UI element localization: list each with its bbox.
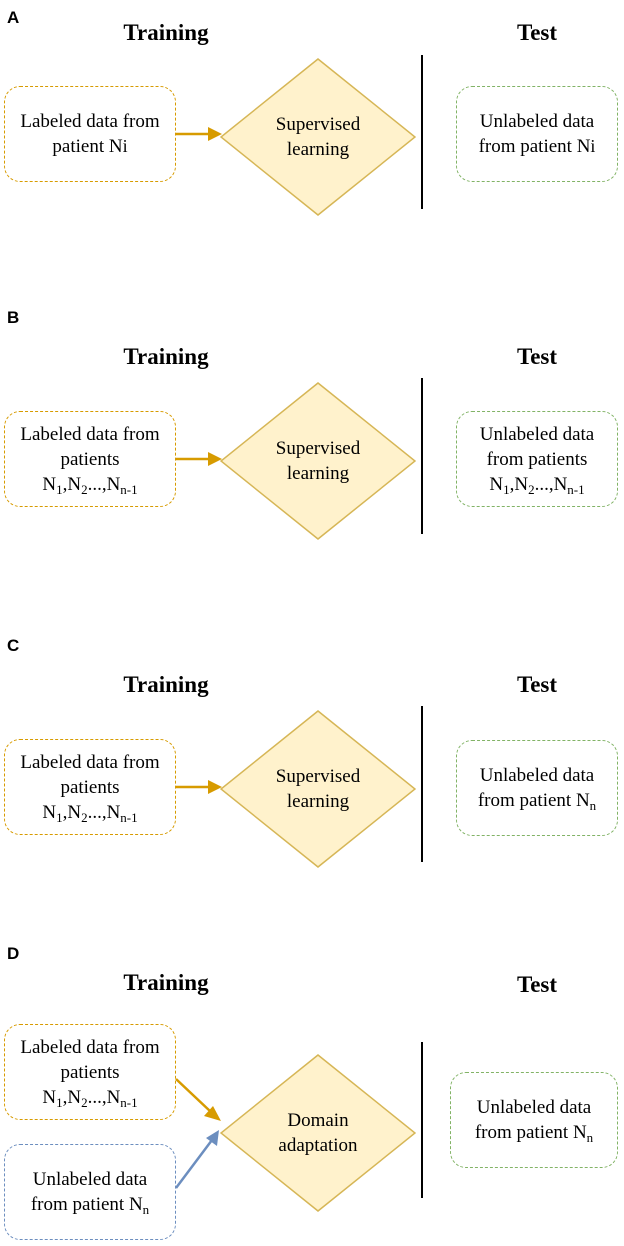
panel-label: C (7, 636, 20, 655)
training-heading: Training (123, 20, 209, 45)
box-line: Labeled data from (20, 751, 160, 773)
unlabeled-test-box: Unlabeled data from patient Ni (456, 86, 618, 182)
box-line: patients (60, 448, 120, 470)
arrows (175, 1078, 221, 1189)
diamond-line: Domain (287, 1110, 349, 1131)
labeled-data-box: Labeled data from patients N1,N2...,Nn-1 (4, 739, 176, 835)
test-heading: Test (516, 972, 558, 997)
diamond-line: Supervised (275, 438, 361, 459)
panel-d: D Training Test Labeled data from patien… (0, 940, 624, 1246)
test-heading: Test (516, 20, 558, 45)
divider-line (421, 706, 423, 862)
box-line: Unlabeled data (479, 423, 595, 445)
domain-adaptation-diamond: Domain adaptation (220, 1054, 416, 1212)
training-heading: Training (123, 344, 209, 369)
training-heading: Training (123, 672, 209, 697)
diamond-line: learning (286, 139, 350, 160)
unlabeled-arrowhead (206, 1130, 219, 1146)
diamond-line: adaptation (278, 1135, 358, 1156)
test-heading: Test (516, 344, 558, 369)
arrow (176, 452, 222, 466)
supervised-learning-diamond: Supervised learning (220, 58, 416, 216)
box-line: patient Ni (52, 136, 128, 157)
test-heading: Test (516, 672, 558, 697)
diamond-line: Supervised (275, 766, 361, 787)
patient-sequence: N1,N2...,Nn-1 (42, 1086, 138, 1110)
divider-line (421, 378, 423, 534)
patient-sequence: N1,N2...,Nn-1 (489, 473, 585, 497)
box-line: patients (60, 776, 120, 798)
divider-line (421, 1042, 423, 1198)
panel-a: A Training Test Labeled data from patien… (0, 0, 624, 300)
panel-b: B Training Test Labeled data from patien… (0, 306, 624, 626)
unlabeled-test-box: Unlabeled data from patients N1,N2...,Nn… (456, 411, 618, 507)
box-line: from patient Ni (478, 136, 596, 157)
box-line: from patient Nn (474, 1122, 594, 1145)
training-heading: Training (123, 970, 209, 995)
diamond-line: Supervised (275, 114, 361, 135)
box-line: Unlabeled data (479, 765, 595, 786)
box-line: Labeled data from (20, 423, 160, 445)
box-line: from patient Nn (477, 790, 597, 813)
unlabeled-test-box: Unlabeled data from patient Nn (450, 1072, 618, 1168)
panel-c: C Training Test Labeled data from patien… (0, 634, 624, 934)
diamond-line: learning (286, 463, 350, 484)
labeled-data-box: Labeled data from patients N1,N2...,Nn-1 (4, 411, 176, 507)
box-line: Unlabeled data (476, 1097, 592, 1118)
unlabeled-test-box: Unlabeled data from patient Nn (456, 740, 618, 836)
labeled-arrow (175, 1078, 212, 1113)
unlabeled-target-box: Unlabeled data from patient Nn (4, 1144, 176, 1240)
panel-label: D (7, 944, 20, 963)
box-line: from patient Nn (30, 1194, 150, 1217)
box-line: Unlabeled data (479, 111, 595, 132)
panel-label: B (7, 308, 20, 327)
panel-label: A (7, 8, 20, 27)
labeled-arrowhead (204, 1106, 221, 1121)
supervised-learning-diamond: Supervised learning (220, 382, 416, 540)
patient-sequence: N1,N2...,Nn-1 (42, 801, 138, 825)
divider-line (421, 55, 423, 209)
diamond-line: learning (286, 791, 350, 812)
supervised-learning-diamond: Supervised learning (220, 710, 416, 868)
unlabeled-arrow (175, 1139, 213, 1189)
box-line: Labeled data from (20, 111, 160, 132)
arrow (176, 780, 222, 794)
arrow (176, 127, 222, 141)
patient-sequence: N1,N2...,Nn-1 (42, 473, 138, 497)
box-line: Labeled data from (20, 1036, 160, 1058)
box-line: patients (60, 1061, 120, 1083)
box-line: Unlabeled data (32, 1169, 148, 1190)
labeled-data-box: Labeled data from patient Ni (4, 86, 176, 182)
labeled-data-box: Labeled data from patients N1,N2...,Nn-1 (4, 1024, 176, 1120)
box-line: from patients (486, 448, 588, 470)
